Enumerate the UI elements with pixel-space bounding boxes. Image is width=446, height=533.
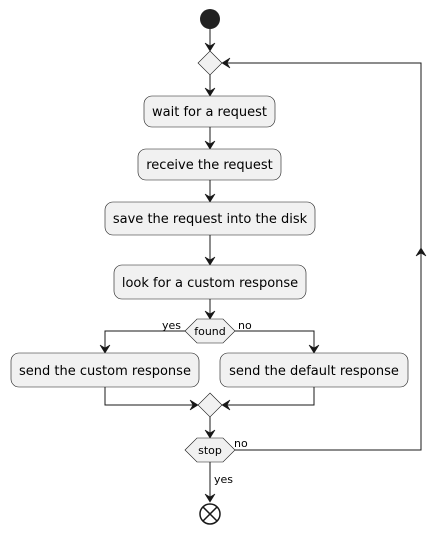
decision-found-label: found (194, 325, 226, 338)
branch-label-stop-yes: yes (214, 473, 233, 486)
arrowhead (204, 140, 216, 150)
arrowhead (99, 344, 111, 354)
edge-default-to-merge (225, 387, 315, 406)
arrowhead (415, 247, 427, 257)
arrowhead (308, 344, 320, 354)
branch-label-found-yes: yes (162, 319, 181, 332)
edge-stop-no-loopback (225, 62, 422, 451)
action-receive-label: receive the request (146, 158, 273, 173)
edge-custom-to-merge (104, 387, 195, 406)
end-node (199, 503, 221, 525)
action-look-label: look for a custom response (122, 276, 298, 291)
arrowhead (204, 429, 216, 439)
arrowhead (204, 310, 216, 320)
action-wait-label: wait for a request (152, 105, 267, 120)
branch-merge-diamond (197, 392, 223, 418)
branch-label-stop-no: no (234, 437, 248, 450)
action-send-default-label: send the default response (229, 364, 399, 379)
arrowhead (204, 493, 216, 503)
arrowhead (189, 399, 199, 411)
branch-label-found-no: no (238, 319, 252, 332)
action-save-label: save the request into the disk (113, 212, 308, 227)
start-node (200, 9, 220, 29)
edge-found-yes (104, 330, 185, 350)
arrowhead (221, 57, 231, 69)
action-send-custom-label: send the custom response (19, 364, 191, 379)
decision-stop-label: stop (198, 444, 222, 457)
arrowhead (204, 87, 216, 97)
arrowhead (204, 256, 216, 266)
arrowhead (204, 42, 216, 52)
edge-found-no (235, 330, 315, 350)
arrowhead (221, 399, 231, 411)
arrowhead (204, 193, 216, 203)
loop-merge-diamond (197, 50, 223, 76)
